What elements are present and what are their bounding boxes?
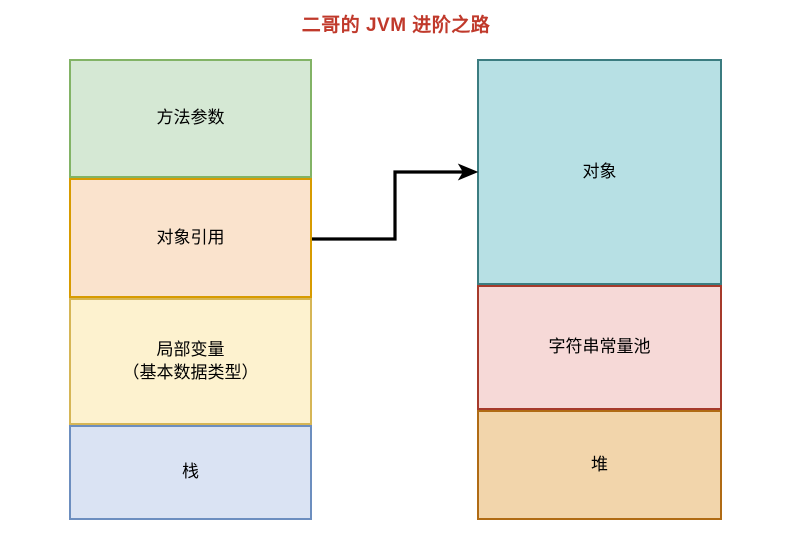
- segment-heap-label: 堆: [591, 454, 608, 474]
- segment-string-constant-pool[interactable]: 字符串常量池: [477, 285, 722, 410]
- segment-local-variables-label: 局部变量 （基本数据类型）: [122, 339, 259, 382]
- segment-heap[interactable]: 堆: [477, 410, 722, 520]
- segment-stack[interactable]: 栈: [69, 425, 312, 520]
- segment-stack-label: 栈: [182, 462, 199, 482]
- page-title: 二哥的 JVM 进阶之路: [301, 15, 491, 36]
- stack-column-right: 对象 字符串常量池 堆: [477, 59, 722, 520]
- connector-line: [312, 170, 466, 241]
- segment-local-variables[interactable]: 局部变量 （基本数据类型）: [69, 298, 312, 425]
- segment-method-params[interactable]: 方法参数: [69, 59, 312, 178]
- segment-object-reference-label: 对象引用: [156, 227, 225, 247]
- segment-object-label: 对象: [582, 161, 617, 181]
- arrow-right-icon: [457, 163, 479, 181]
- segment-object[interactable]: 对象: [477, 59, 722, 285]
- stack-column-left: 方法参数 对象引用 局部变量 （基本数据类型） 栈: [69, 59, 312, 520]
- segment-method-params-label: 方法参数: [156, 108, 225, 128]
- segment-string-constant-pool-label: 字符串常量池: [548, 337, 651, 357]
- segment-object-reference[interactable]: 对象引用: [69, 178, 312, 298]
- connector-object-reference-to-object: [312, 163, 479, 241]
